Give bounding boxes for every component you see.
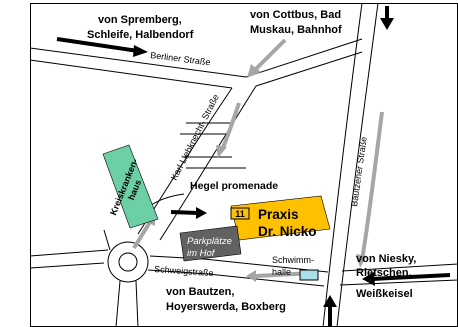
- parking-label: Parkplätze im Hof: [187, 236, 235, 259]
- direction-label-north: von Cottbus, Bad Muskau, Bahnhof: [250, 9, 344, 36]
- street-label-bautzener: Bautzener Straße: [349, 136, 369, 207]
- hospital-building: Kreiskranken- haus: [102, 144, 159, 229]
- street-label-berliner: Berliner Straße: [150, 50, 211, 67]
- direction-label-south: von Bautzen, Hoyerswerda, Boxberg: [166, 286, 286, 313]
- street-label-karl-liebknecht: Karl-Liebknecht- Straße: [169, 93, 221, 182]
- swimming-pool: Schwimm- halle: [272, 255, 319, 281]
- street-label-schweig: Schweigstraße: [154, 264, 214, 278]
- parking-area: Parkplätze im Hof: [179, 225, 242, 262]
- street-label-hegel: Hegel promenade: [190, 180, 278, 192]
- practice-label: Praxis Dr. Nicko: [258, 207, 317, 239]
- pool-label: Schwimm- halle: [272, 255, 317, 277]
- practice-building: 11 Praxis Dr. Nicko: [230, 195, 331, 241]
- entry-arrows: [56, 6, 451, 327]
- roundabout: [107, 241, 149, 283]
- direction-label-east: von Niesky, Rietschen, Weißkeisel: [356, 253, 419, 300]
- house-number-badge: [230, 207, 250, 220]
- route-arrows: [132, 38, 384, 282]
- direction-label-northwest: von Spremberg, Schleife, Halbendorf: [87, 14, 194, 41]
- house-number: 11: [235, 209, 245, 219]
